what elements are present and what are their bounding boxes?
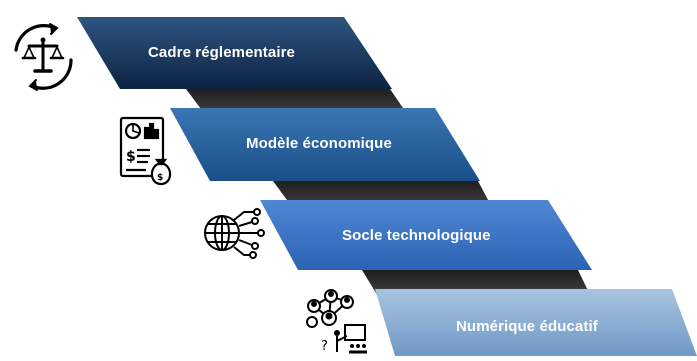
digital-globe-icon <box>204 208 265 259</box>
svg-text:?: ? <box>321 339 328 354</box>
step-label-3: Socle technologique <box>342 227 491 244</box>
education-network-icon: ? <box>306 289 367 354</box>
step-label-1: Cadre réglementaire <box>148 44 295 61</box>
svg-text:$: $ <box>157 173 163 183</box>
step-label-2: Modèle économique <box>246 135 392 152</box>
step-band-2 <box>170 108 480 181</box>
svg-text:$: $ <box>126 149 136 165</box>
step-band-3 <box>260 200 592 270</box>
step-label-4: Numérique éducatif <box>456 318 598 335</box>
step-band-1 <box>77 17 392 89</box>
balance-cycle-icon <box>14 23 73 91</box>
financial-report-icon: $ $ <box>119 116 172 186</box>
step-band-4 <box>375 289 697 356</box>
